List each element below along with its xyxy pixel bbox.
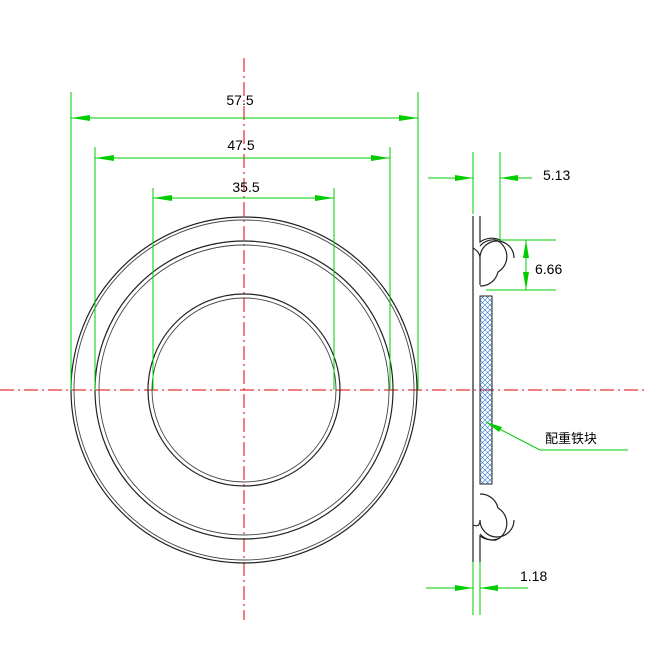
dimension-surround-height: 6.66: [486, 239, 562, 291]
outer-ring-inner-edge: [73, 219, 415, 561]
side-profile-left: [472, 216, 515, 562]
inner-diameter-label: 35.5: [232, 179, 259, 195]
middle-ring-inner-edge: [98, 244, 390, 536]
weight-block-label: 配重铁块: [545, 431, 597, 447]
lower-surround-roll: [479, 493, 508, 541]
side-width-label: 5.13: [543, 167, 570, 183]
dimension-side-width: 5.13: [428, 152, 570, 240]
weight-block-callout: 配重铁块: [485, 421, 628, 451]
dimension-thickness: 1.18: [426, 562, 547, 615]
dimension-inner-diameter: 35.5: [152, 179, 335, 390]
outer-diameter-label: 57.5: [226, 92, 253, 108]
weight-block: [479, 295, 493, 485]
inner-ring: [147, 293, 341, 487]
surround-height-label: 6.66: [535, 261, 562, 277]
dimension-middle-diameter: 47.5: [94, 137, 391, 390]
dimension-outer-diameter: 57.5: [70, 92, 419, 390]
thickness-label: 1.18: [520, 568, 547, 584]
upper-surround-roll: [479, 239, 508, 287]
inner-ring-inner-edge: [151, 297, 337, 483]
middle-diameter-label: 47.5: [227, 137, 254, 153]
side-view: [472, 216, 515, 562]
